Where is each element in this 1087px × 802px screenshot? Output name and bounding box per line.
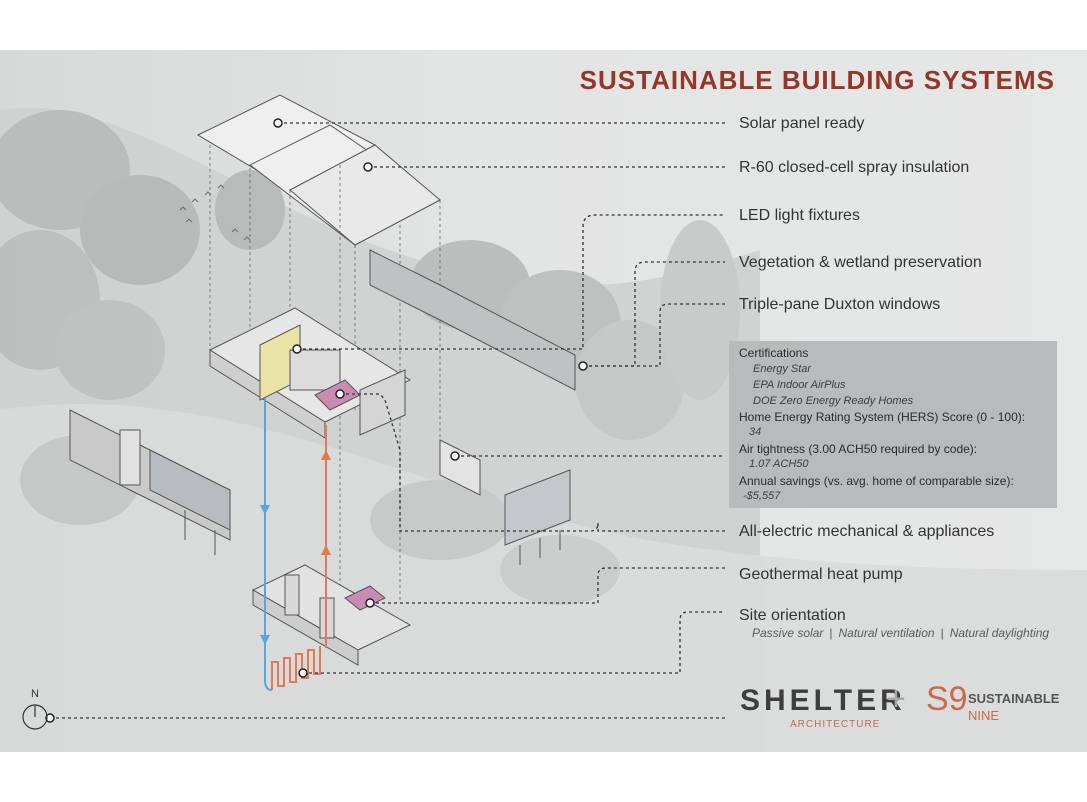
savings-label: Annual savings (vs. avg. home of compara… <box>739 474 1014 488</box>
sustainable-nine-line1: SUSTAINABLE <box>968 691 1060 706</box>
feature-vegetation: Vegetation & wetland preservation <box>739 254 982 271</box>
cert-energy-star: Energy Star <box>753 363 812 375</box>
hers-label: Home Energy Rating System (HERS) Score (… <box>739 410 1026 424</box>
feature-windows: Triple-pane Duxton windows <box>739 296 941 313</box>
detail-natural-daylighting: Natural daylighting <box>949 626 1050 640</box>
page-title: SUSTAINABLE BUILDING SYSTEMS <box>579 65 1055 95</box>
air-tightness-value: 1.07 ACH50 <box>749 458 809 470</box>
certifications-heading: Certifications <box>739 346 809 360</box>
cert-epa-airplus: EPA Indoor AirPlus <box>753 379 846 391</box>
lower-floor <box>251 564 412 666</box>
feature-site-orientation: Site orientation <box>739 607 846 624</box>
birds <box>179 184 251 241</box>
hers-value: 34 <box>749 426 762 438</box>
sustainable-nine-mark: S9 <box>926 680 968 718</box>
brand-plus: + <box>886 680 906 718</box>
detail-natural-ventilation: Natural ventilation <box>838 626 935 640</box>
callout-leaders <box>50 122 725 719</box>
axonometric-illustration <box>0 94 1087 752</box>
right-wing <box>369 249 576 565</box>
shelter-logo: SHELTER <box>740 684 906 717</box>
feature-led: LED light fixtures <box>739 207 860 224</box>
site-orientation-details: Passive solar|Natural ventilation|Natura… <box>752 626 1050 640</box>
diagram-panel: SUSTAINABLE BUILDING SYSTEMS Solar panel… <box>0 50 1087 752</box>
air-tightness-label: Air tightness (3.00 ACH50 required by co… <box>739 442 978 456</box>
feature-all-electric: All-electric mechanical & appliances <box>739 523 995 540</box>
feature-insulation: R-60 closed-cell spray insulation <box>739 159 970 176</box>
shelter-subtitle: ARCHITECTURE <box>790 719 881 730</box>
feature-geothermal: Geothermal heat pump <box>739 566 903 583</box>
callout-dots <box>45 118 588 723</box>
certifications-box: Certifications Energy Star EPA Indoor Ai… <box>729 341 1057 508</box>
sustainable-nine-line2: NINE <box>968 708 1000 723</box>
cert-doe-zero: DOE Zero Energy Ready Homes <box>753 395 914 407</box>
roof <box>196 94 441 246</box>
north-label: N <box>31 688 39 700</box>
savings-value: -$5,557 <box>743 490 781 502</box>
feature-solar-panel: Solar panel ready <box>739 115 865 132</box>
detail-passive-solar: Passive solar <box>752 626 824 640</box>
left-wing <box>69 409 231 555</box>
geothermal-pipes <box>260 398 331 691</box>
north-arrow-icon <box>22 704 48 730</box>
